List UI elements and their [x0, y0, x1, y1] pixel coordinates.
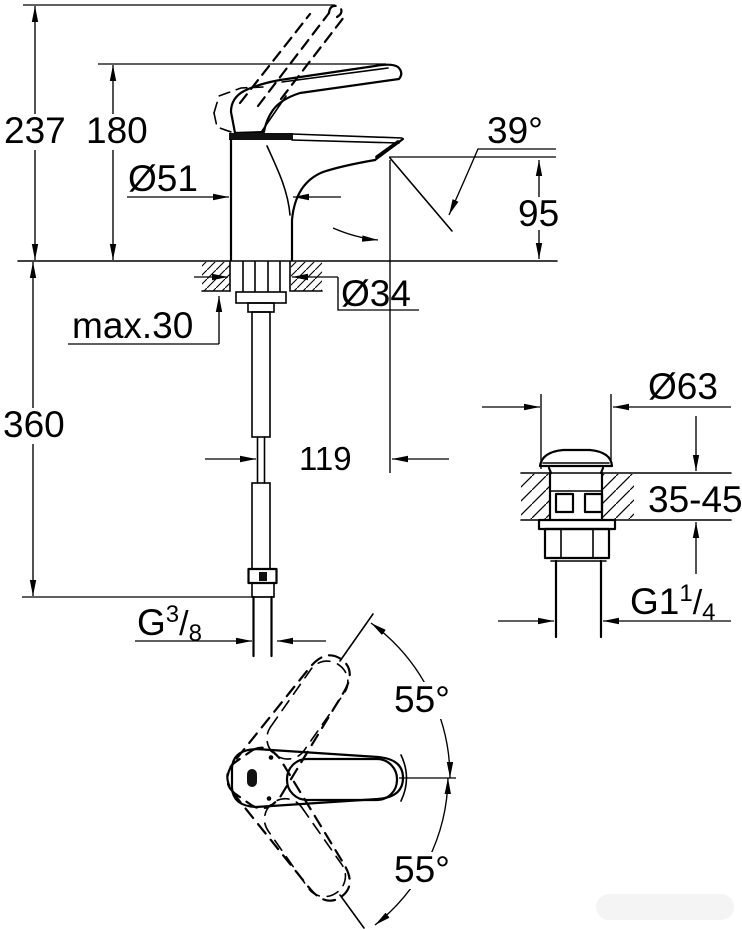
top-view: 55° 55° — [218, 613, 456, 929]
dim-label-39deg: 39° — [487, 110, 543, 151]
dim-label-63: Ø63 — [648, 366, 718, 407]
dim-supply-thread: G3/8 — [135, 601, 326, 647]
dim-label-360: 360 — [3, 404, 65, 445]
dim-overall-height: 237 — [0, 4, 335, 260]
handle-position-upper-dashed — [218, 641, 367, 818]
dim-max-deck-thickness: max.30 — [68, 296, 223, 346]
dim-label-55-upper: 55° — [394, 679, 450, 720]
flow-direction-arrow — [332, 227, 379, 242]
front-view: 237 180 360 Ø51 Ø34 — [0, 4, 564, 658]
dim-spout-outlet-height: 95 — [514, 160, 564, 259]
dim-swivel-lower: 55° — [389, 849, 455, 890]
supply-hose — [247, 311, 278, 658]
dim-label-3545: 35-45 — [648, 479, 742, 520]
dim-label-g38: G3/8 — [137, 601, 202, 647]
counter-hatch-right — [603, 474, 634, 519]
mounting-shank — [229, 261, 291, 313]
dim-label-max30: max.30 — [72, 305, 193, 346]
dim-label-51: Ø51 — [128, 158, 198, 199]
dim-swivel-upper: 55° — [389, 679, 455, 720]
dim-spout-reach: 119 — [205, 160, 449, 477]
dim-label-g114: G11/4 — [630, 580, 716, 626]
dim-flange-diameter: Ø63 — [482, 366, 731, 469]
waste-nut — [543, 527, 611, 560]
faucet-lever-handle — [229, 63, 403, 135]
dim-label-95: 95 — [518, 193, 559, 234]
dim-handle-height: 180 — [82, 63, 386, 260]
hose-braid-upper — [251, 311, 271, 438]
counter-hatch-left — [521, 474, 549, 519]
overflow-window-left — [554, 492, 575, 514]
dim-hose-length: 360 — [0, 262, 274, 598]
watermark-blur — [596, 894, 734, 920]
hose-braid-lower — [251, 482, 271, 570]
dim-label-34: Ø34 — [341, 273, 411, 314]
faucet-lever-raised-dashed — [213, 4, 346, 133]
dim-counter-thickness: 35-45 — [648, 416, 742, 574]
dim-spout-angle: 39° — [332, 110, 556, 242]
dim-label-180: 180 — [86, 110, 148, 151]
handle-pivot-mark — [247, 769, 257, 787]
water-stream-line — [389, 157, 453, 232]
waste-cap — [538, 448, 614, 468]
faucet-body — [229, 133, 405, 262]
handle-collar — [229, 133, 293, 140]
waste-body — [520, 448, 732, 639]
waste-washer — [537, 518, 617, 531]
handle-top-view — [230, 747, 408, 809]
dim-shank-diameter: Ø34 — [194, 273, 419, 314]
overflow-window-right — [583, 492, 604, 514]
dim-waste-thread: G11/4 — [498, 580, 731, 626]
dim-label-119: 119 — [299, 440, 352, 477]
dim-label-55-lower: 55° — [394, 849, 450, 890]
dim-body-diameter: Ø51 — [127, 158, 341, 201]
waste-view: Ø63 35-4 — [482, 366, 742, 639]
dim-label-237: 237 — [4, 110, 66, 151]
